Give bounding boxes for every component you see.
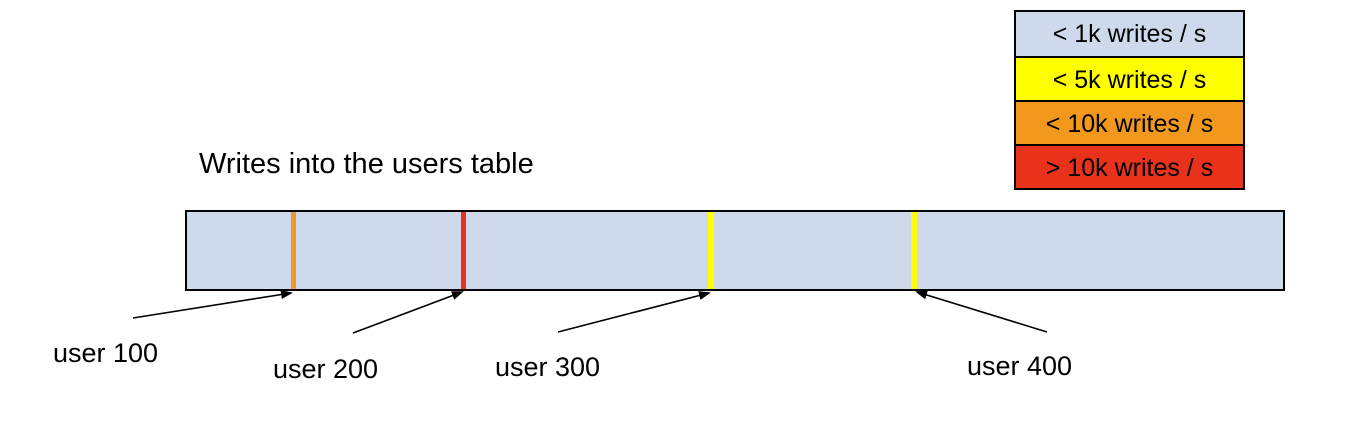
label-user-200: user 200 xyxy=(273,354,379,384)
legend: < 1k writes / s < 5k writes / s < 10k wr… xyxy=(1014,10,1245,190)
hotspot-marker-user-400 xyxy=(911,212,917,289)
label-user-300: user 300 xyxy=(495,352,601,382)
users-table-bar xyxy=(185,210,1285,291)
arrow-user-200 xyxy=(352,291,464,334)
arrow-user-400 xyxy=(915,290,1048,333)
legend-item-gt-10k: > 10k writes / s xyxy=(1016,144,1243,188)
diagram-title: Writes into the users table xyxy=(199,148,534,180)
legend-item-lt-10k: < 10k writes / s xyxy=(1016,100,1243,144)
label-user-400: user 400 xyxy=(967,351,1073,381)
label-user-100: user 100 xyxy=(53,338,159,368)
arrow-user-300 xyxy=(557,291,711,333)
arrow-user-100 xyxy=(132,290,293,319)
hotspot-marker-user-200 xyxy=(461,212,466,289)
hotspot-marker-user-100 xyxy=(291,212,296,289)
legend-item-lt-1k: < 1k writes / s xyxy=(1016,12,1243,56)
hotspot-marker-user-300 xyxy=(708,212,714,289)
legend-item-lt-5k: < 5k writes / s xyxy=(1016,56,1243,100)
